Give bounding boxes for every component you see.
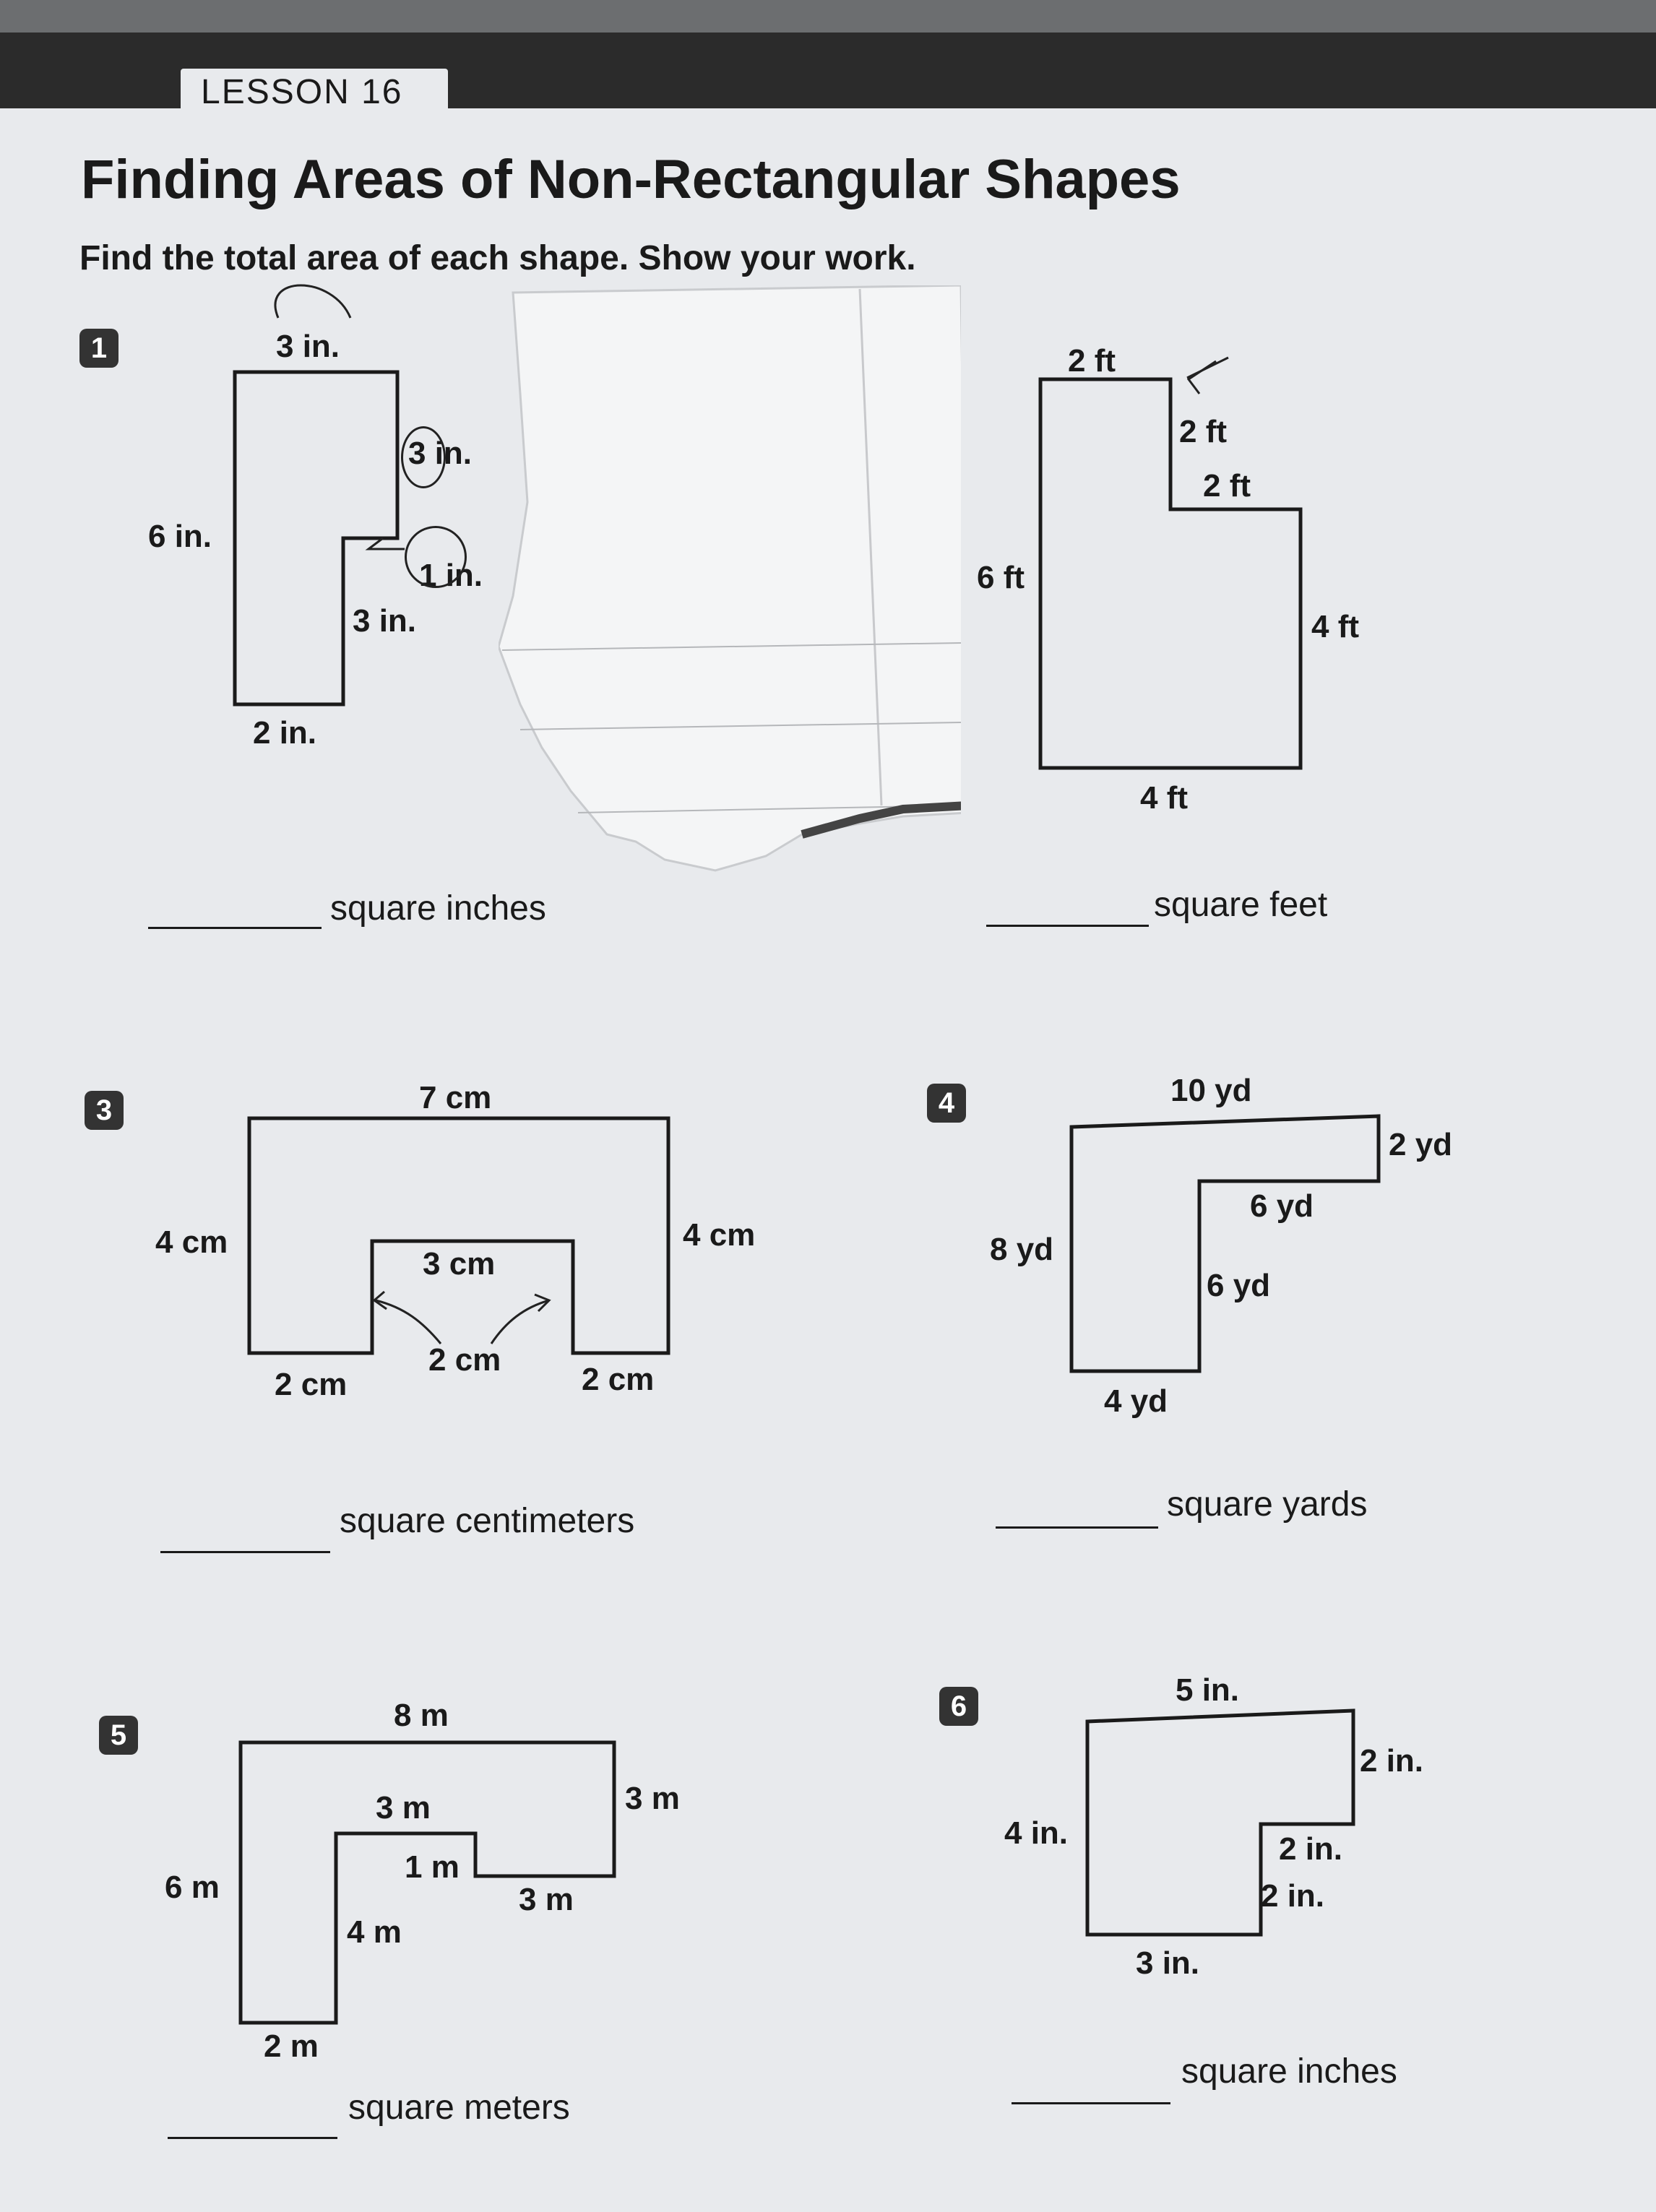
- instructions: Find the total area of each shape. Show …: [79, 239, 916, 277]
- p5-label-right: 3 m: [625, 1781, 680, 1816]
- p3-label-right: 4 cm: [683, 1217, 756, 1253]
- p3-answer-blank[interactable]: [160, 1551, 330, 1553]
- p2-label-right-upper: 2 ft: [1179, 414, 1227, 449]
- p4-answer-unit: square yards: [1167, 1485, 1368, 1524]
- p3-label-bottom-left: 2 cm: [275, 1367, 348, 1402]
- p5-label-inner-bottom: 3 m: [519, 1882, 574, 1917]
- problem-number-1: 1: [79, 329, 118, 368]
- p6-label-right: 2 in.: [1360, 1743, 1424, 1779]
- p6-answer-blank[interactable]: [1012, 2102, 1170, 2104]
- p4-label-inner: 6 yd: [1207, 1268, 1271, 1303]
- p3-label-notch-top: 3 cm: [423, 1246, 496, 1282]
- p1-label-left: 6 in.: [148, 519, 212, 554]
- p5-answer-blank[interactable]: [168, 2137, 337, 2139]
- p5-label-left: 6 m: [165, 1870, 220, 1905]
- p6-label-top: 5 in.: [1176, 1672, 1240, 1708]
- p1-label-top: 3 in.: [276, 329, 340, 364]
- p4-label-top: 10 yd: [1170, 1073, 1252, 1108]
- lesson-label: LESSON 16: [201, 73, 403, 111]
- torn-paper-scrap: [499, 285, 961, 872]
- p6-label-step: 2 in.: [1279, 1831, 1343, 1867]
- page-title: Finding Areas of Non-Rectangular Shapes: [81, 149, 1181, 210]
- binder-edge: [0, 0, 1656, 33]
- lesson-tab: [181, 69, 448, 134]
- p3-label-top: 7 cm: [419, 1080, 492, 1115]
- p6-label-left: 4 in.: [1004, 1815, 1069, 1851]
- p6-label-bottom: 3 in.: [1136, 1945, 1200, 1981]
- p3-answer-unit: square centimeters: [340, 1502, 635, 1540]
- p4-label-bottom: 4 yd: [1104, 1383, 1168, 1419]
- p5-label-inner-top: 3 m: [376, 1790, 431, 1826]
- p4-label-left: 8 yd: [990, 1232, 1054, 1267]
- p2-label-top: 2 ft: [1068, 343, 1116, 379]
- p1-circle-mark: [401, 426, 446, 488]
- problem-number-4: 4: [927, 1084, 966, 1123]
- p5-answer-unit: square meters: [348, 2088, 570, 2127]
- p2-label-right: 4 ft: [1311, 609, 1359, 644]
- p5-label-inner-side: 4 m: [347, 1914, 402, 1950]
- problem-number-3: 3: [85, 1091, 124, 1130]
- p3-label-notch-side: 2 cm: [428, 1342, 501, 1378]
- p1-label-bottom: 2 in.: [253, 715, 317, 751]
- p1-circle-mark-2: [405, 526, 467, 588]
- p1-answer-blank[interactable]: [148, 927, 322, 929]
- problem-number-6: 6: [939, 1687, 978, 1726]
- p5-label-top: 8 m: [394, 1698, 449, 1733]
- p1-answer-unit: square inches: [330, 889, 546, 928]
- problem-number-5: 5: [99, 1716, 138, 1755]
- p4-answer-blank[interactable]: [996, 1526, 1158, 1529]
- p4-label-right: 2 yd: [1389, 1127, 1453, 1162]
- p2-answer-blank[interactable]: [986, 925, 1149, 927]
- p2-label-step: 2 ft: [1203, 468, 1251, 504]
- p1-label-right-lower: 3 in.: [353, 603, 417, 639]
- p5-label-bottom: 2 m: [264, 2029, 319, 2064]
- p5-label-step: 1 m: [405, 1849, 460, 1885]
- p3-label-bottom-right: 2 cm: [582, 1362, 655, 1397]
- p3-label-left: 4 cm: [155, 1224, 228, 1260]
- p6-label-inner: 2 in.: [1261, 1878, 1325, 1914]
- p2-label-bottom: 4 ft: [1140, 780, 1188, 816]
- p6-answer-unit: square inches: [1181, 2052, 1397, 2091]
- p4-label-step: 6 yd: [1250, 1188, 1314, 1224]
- p2-answer-unit: square feet: [1154, 886, 1328, 924]
- p2-label-left: 6 ft: [977, 560, 1025, 595]
